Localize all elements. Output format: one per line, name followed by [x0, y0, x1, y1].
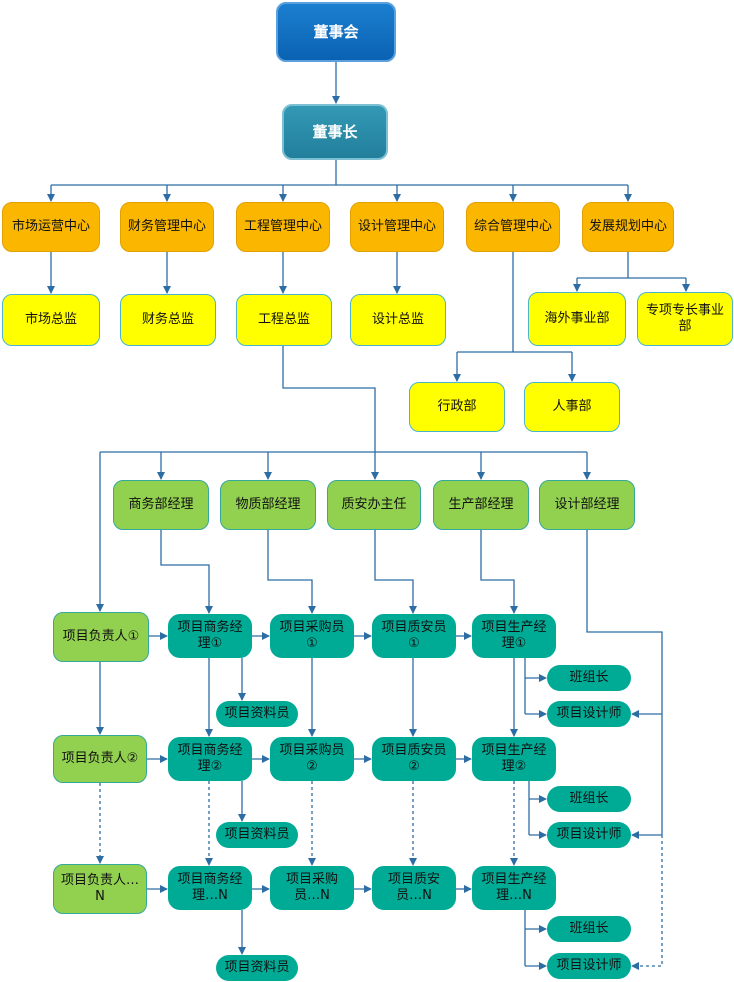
node-center-development: 发展规划中心 [582, 202, 674, 252]
node-director-finance: 财务总监 [120, 294, 216, 346]
node-manager-materials: 物质部经理 [220, 480, 316, 530]
node-project-safety: 项目质安员① [372, 614, 456, 658]
node-manager-business: 商务部经理 [113, 480, 209, 530]
node-project-purchase: 项目采购员…N [270, 866, 354, 910]
node-project-leader: 项目负责人② [53, 735, 147, 783]
node-center-design: 设计管理中心 [350, 202, 444, 252]
node-project-designer: 项目设计师 [547, 701, 631, 727]
node-division-overseas: 海外事业部 [528, 292, 626, 346]
node-project-production: 项目生产经理② [472, 737, 556, 781]
node-foreman: 班组长 [547, 665, 631, 691]
node-manager-production: 生产部经理 [433, 480, 529, 530]
node-center-admin: 综合管理中心 [466, 202, 560, 252]
node-foreman: 班组长 [547, 916, 631, 942]
node-manager-design: 设计部经理 [539, 480, 635, 530]
node-project-leader: 项目负责人…N [53, 864, 147, 914]
node-project-archivist: 项目资料员 [216, 955, 298, 981]
node-project-production: 项目生产经理① [472, 614, 556, 658]
node-project-designer: 项目设计师 [547, 822, 631, 848]
node-dept-hr: 人事部 [524, 382, 620, 432]
node-project-purchase: 项目采购员② [270, 737, 354, 781]
node-project-archivist: 项目资料员 [216, 822, 298, 848]
node-project-business: 项目商务经理① [168, 614, 252, 658]
node-center-finance: 财务管理中心 [120, 202, 214, 252]
node-project-business: 项目商务经理…N [168, 866, 252, 910]
node-project-safety: 项目质安员② [372, 737, 456, 781]
node-director-design: 设计总监 [350, 294, 446, 346]
node-director-market: 市场总监 [2, 294, 100, 346]
node-foreman: 班组长 [547, 786, 631, 812]
node-project-safety: 项目质安员…N [372, 866, 456, 910]
node-center-engineering: 工程管理中心 [236, 202, 330, 252]
node-chairman: 董事长 [282, 104, 388, 160]
node-board: 董事会 [276, 2, 396, 62]
node-project-designer: 项目设计师 [547, 953, 631, 979]
node-project-archivist: 项目资料员 [216, 701, 298, 727]
node-dept-admin: 行政部 [409, 382, 505, 432]
node-project-business: 项目商务经理② [168, 737, 252, 781]
node-division-special: 专项专长事业部 [637, 292, 733, 346]
node-project-production: 项目生产经理…N [472, 866, 556, 910]
node-manager-safety: 质安办主任 [327, 480, 421, 530]
node-center-market: 市场运营中心 [2, 202, 100, 252]
node-project-purchase: 项目采购员① [270, 614, 354, 658]
node-project-leader: 项目负责人① [53, 612, 149, 662]
node-director-engineering: 工程总监 [236, 294, 332, 346]
